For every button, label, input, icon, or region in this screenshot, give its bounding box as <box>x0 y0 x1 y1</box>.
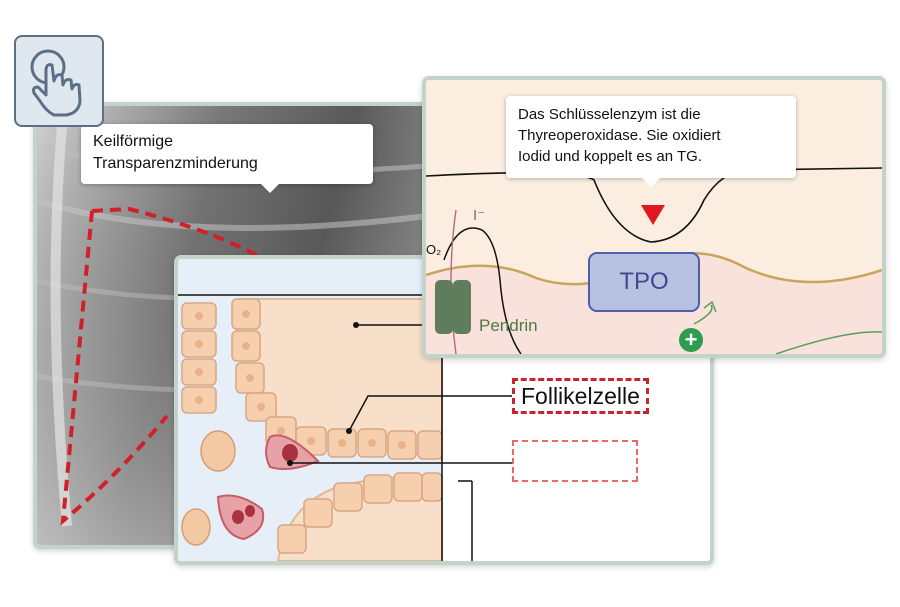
xray-tooltip-arrow <box>261 184 279 193</box>
iodide-label: I⁻ <box>473 207 486 224</box>
touch-hand-icon[interactable] <box>14 35 104 127</box>
xray-tooltip-line1: Keilförmige <box>93 133 174 150</box>
hand-pointer-icon <box>30 49 82 117</box>
follikelzelle-label[interactable]: Follikelzelle <box>512 378 649 414</box>
tpo-tooltip: Das Schlüsselenzym ist die Thyreoperoxid… <box>506 96 796 187</box>
wedge-outline <box>60 206 279 526</box>
plus-circle-icon: + <box>679 328 703 352</box>
tpo-tooltip-line3: Iodid und koppelt es an TG. <box>518 148 703 165</box>
xray-tooltip: Keilförmige Transparenzminderung <box>81 124 373 193</box>
tpo-tooltip-arrow <box>642 178 660 187</box>
pendrin-channel[interactable] <box>435 280 453 334</box>
empty-label-slot[interactable] <box>512 440 638 482</box>
xray-tooltip-line2: Transparenzminderung <box>93 155 258 172</box>
tpo-tooltip-line1: Das Schlüsselenzym ist die <box>518 106 701 123</box>
tpo-enzyme[interactable]: TPO <box>588 252 700 312</box>
red-triangle-pointer-icon <box>641 205 665 225</box>
partial-label: O₂ <box>426 242 442 257</box>
tpo-card[interactable]: Das Schlüsselenzym ist die Thyreoperoxid… <box>422 76 886 358</box>
tpo-tooltip-line2: Thyreoperoxidase. Sie oxidiert <box>518 127 721 144</box>
pendrin-label: Pendrin <box>479 316 538 335</box>
